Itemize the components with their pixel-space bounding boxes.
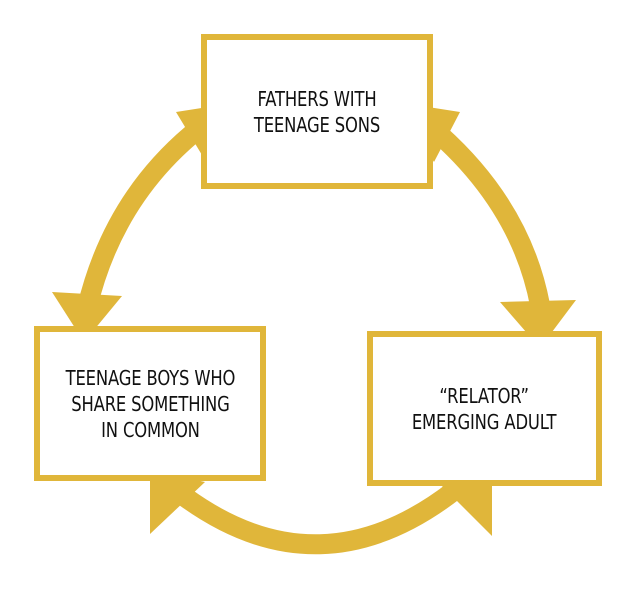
- arrow-bottom-shaft: [179, 482, 462, 555]
- node-label-line: TEENAGE SONS: [253, 112, 381, 137]
- node-label-line: IN COMMON: [100, 417, 200, 442]
- node-label-line: FATHERS WITH: [257, 86, 377, 111]
- arrow-bottom-head-right: [440, 470, 492, 536]
- node-fathers-with-teenage-sons: FATHERS WITH TEENAGE SONS: [201, 34, 433, 189]
- node-label-line: TEENAGE BOYS WHO: [65, 365, 235, 390]
- node-label: “RELATOR” EMERGING ADULT: [412, 383, 557, 435]
- arrow-bottom-head-left: [150, 470, 205, 534]
- node-label-line: “RELATOR”: [439, 383, 530, 408]
- arrow-top-left-shaft: [77, 111, 216, 311]
- node-teenage-boys: TEENAGE BOYS WHO SHARE SOMETHING IN COMM…: [34, 326, 266, 481]
- arrow-top-left-head-bottom: [52, 292, 122, 342]
- node-label: TEENAGE BOYS WHO SHARE SOMETHING IN COMM…: [65, 365, 235, 443]
- node-label-line: SHARE SOMETHING: [70, 391, 230, 416]
- arrow-top-right-head-bottom: [500, 300, 576, 348]
- node-label: FATHERS WITH TEENAGE SONS: [254, 86, 380, 138]
- arrow-top-right-shaft: [418, 114, 550, 307]
- node-label-line: EMERGING ADULT: [412, 409, 557, 434]
- node-relator-emerging-adult: “RELATOR” EMERGING ADULT: [367, 331, 602, 486]
